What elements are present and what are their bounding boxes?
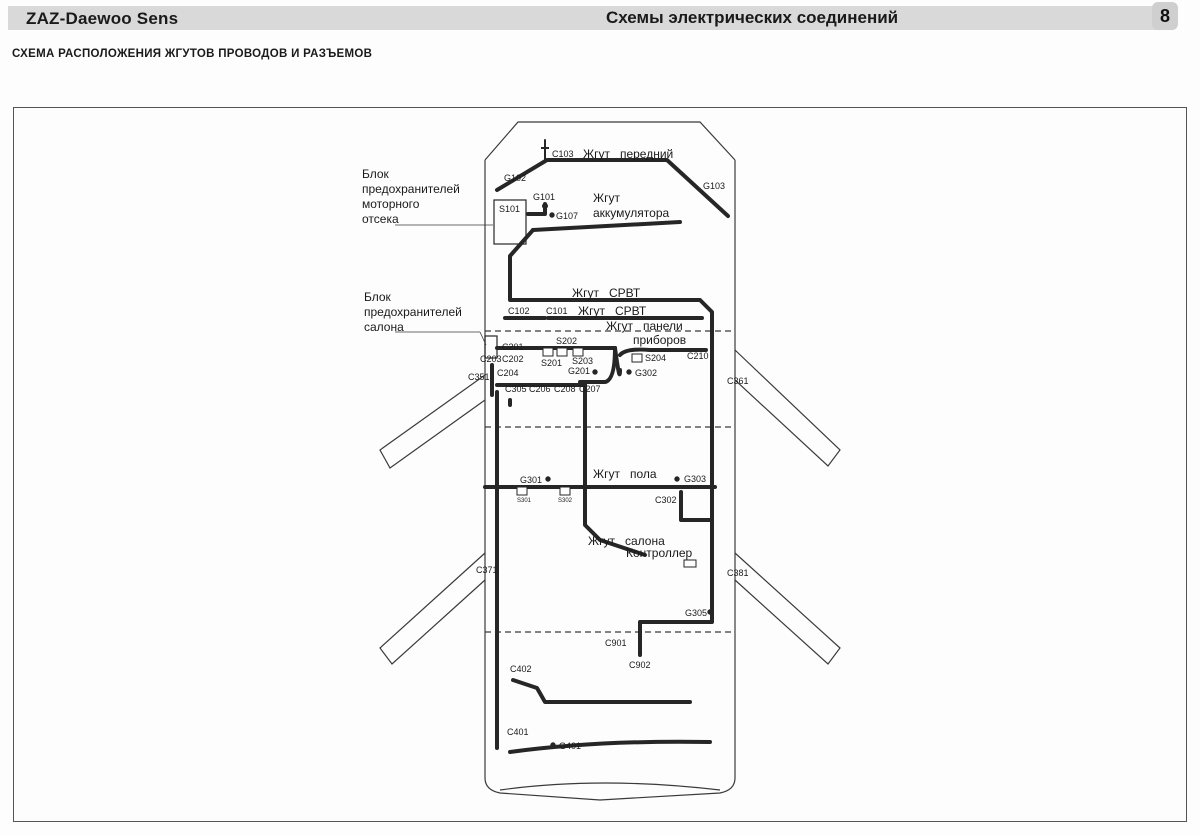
harness-right-side xyxy=(638,393,714,657)
label-c103: C103 xyxy=(552,149,574,159)
label-c202: C202 xyxy=(502,354,524,364)
body-outline-front xyxy=(484,121,736,161)
label-g302: G302 xyxy=(635,368,657,378)
door-rear-left xyxy=(379,552,486,665)
door-front-left xyxy=(379,374,486,469)
label-c901: C901 xyxy=(605,638,627,648)
label-c302: C302 xyxy=(655,495,677,505)
label-s201: S201 xyxy=(541,358,562,368)
splice-s203 xyxy=(572,347,584,357)
car-body-outline xyxy=(379,121,841,801)
splice-s202-b xyxy=(556,347,568,357)
label-controller: Контроллер xyxy=(626,546,693,560)
label-g101: G101 xyxy=(533,192,555,202)
label-harness-battery-2: аккумулятора xyxy=(593,206,670,220)
callout-engine-fuse-line-3: моторного xyxy=(362,197,420,211)
controller-box xyxy=(683,559,697,568)
label-harness-floor: Жгут пола xyxy=(593,467,657,481)
label-s301: S301 xyxy=(517,498,532,504)
body-outline-right xyxy=(599,160,736,801)
label-s101: S101 xyxy=(499,204,520,214)
ground-g301 xyxy=(545,476,551,482)
label-c381: C381 xyxy=(727,568,749,578)
label-g107: G107 xyxy=(556,211,578,221)
label-c305: C305 xyxy=(505,384,527,394)
label-c361: C361 xyxy=(727,376,749,386)
ground-g305 xyxy=(707,609,713,615)
label-c204: C204 xyxy=(497,368,519,378)
label-g102: G102 xyxy=(504,173,526,183)
label-g303: G303 xyxy=(684,474,706,484)
label-s204: S204 xyxy=(645,353,666,363)
harness-lines xyxy=(483,139,730,754)
label-g401: G401 xyxy=(559,741,581,751)
splice-s302 xyxy=(559,486,571,496)
section-title: Схемы электрических соединений xyxy=(606,8,899,27)
label-c206: C206 xyxy=(529,384,551,394)
harness-central-spine xyxy=(583,383,647,557)
ground-g401 xyxy=(550,742,556,748)
callout-engine-fuse-line-4: отсека xyxy=(362,212,399,226)
label-harness-panel-1: Жгут панели xyxy=(606,319,683,333)
door-rear-right xyxy=(734,552,841,665)
splice-s301 xyxy=(516,486,528,496)
label-g103: G103 xyxy=(703,181,725,191)
label-s203: S203 xyxy=(572,356,593,366)
brand-title: ZAZ-Daewoo Sens xyxy=(26,9,179,28)
header-band xyxy=(8,6,1158,30)
body-outline-rear-inner xyxy=(499,782,721,791)
harness-front xyxy=(495,158,730,218)
label-s302: S302 xyxy=(558,498,573,504)
diagram-frame xyxy=(13,107,1187,822)
ground-g107 xyxy=(549,212,555,218)
label-c101: C101 xyxy=(546,306,568,316)
label-harness-front: Жгут передний xyxy=(583,147,673,161)
label-c208: C208 xyxy=(554,384,576,394)
callout-cabin-fuse-line-1: Блок xyxy=(364,290,392,304)
ground-g302 xyxy=(626,369,632,375)
splice-s202-a xyxy=(542,347,554,357)
door-front-right xyxy=(734,349,841,467)
label-harness-srvt-lower: Жгут СРВТ xyxy=(578,304,647,318)
callout-cabin-fuse-line-3: салона xyxy=(364,320,404,334)
page-number: 8 xyxy=(1152,2,1178,30)
label-s202: S202 xyxy=(556,336,577,346)
ground-g101 xyxy=(542,203,548,209)
engine-fuse-block-box xyxy=(493,199,527,245)
label-harness-cabin: Жгут салона xyxy=(588,534,665,548)
label-harness-panel-2: приборов xyxy=(633,333,686,347)
label-c351: C351 xyxy=(468,372,490,382)
ground-g303 xyxy=(674,476,680,482)
page-title: СХЕМА РАСПОЛОЖЕНИЯ ЖГУТОВ ПРОВОДОВ И РАЗ… xyxy=(12,48,373,60)
label-c201: C201 xyxy=(502,342,524,352)
body-outline-left xyxy=(484,160,601,801)
label-c401: C401 xyxy=(507,727,529,737)
label-c207: C207 xyxy=(579,384,601,394)
label-harness-battery-1: Жгут xyxy=(593,191,620,205)
label-c371: C371 xyxy=(476,565,498,575)
connector-marks xyxy=(516,147,713,748)
callout-cabin-fuse-line-2: предохранителей xyxy=(364,305,462,319)
splice-s204 xyxy=(631,353,643,363)
leader-cabin-fuse-block-diag xyxy=(479,331,487,346)
label-c210: C210 xyxy=(687,351,709,361)
ground-g201 xyxy=(592,369,598,375)
label-c902: C902 xyxy=(629,660,651,670)
harness-rear-bumper xyxy=(508,739,712,754)
label-g305: G305 xyxy=(685,608,707,618)
label-g201: G201 xyxy=(568,366,590,376)
callout-engine-fuse-line-1: Блок xyxy=(362,167,390,181)
label-c102: C102 xyxy=(508,306,530,316)
label-harness-srvt-upper: Жгут СРВТ xyxy=(572,286,641,300)
callout-engine-fuse-line-2: предохранителей xyxy=(362,182,460,196)
label-g301: G301 xyxy=(520,475,542,485)
label-c402: C402 xyxy=(510,664,532,674)
label-c203: C203 xyxy=(480,354,502,364)
